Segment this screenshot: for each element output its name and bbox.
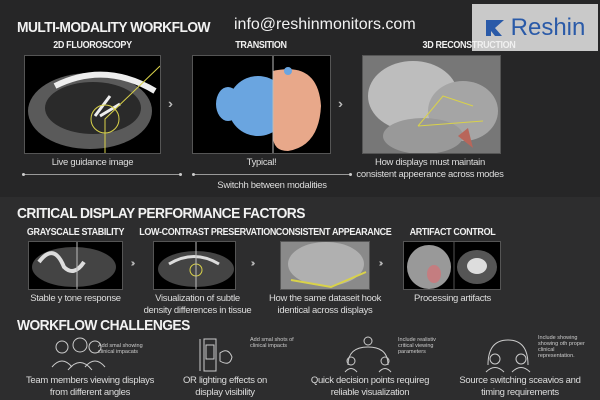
grayscale-image: [28, 241, 123, 290]
challenge-caption: Source switching sceavios and timing req…: [459, 375, 581, 398]
decision-icon: [344, 336, 392, 373]
stage-label: TRANSITION: [235, 40, 287, 51]
logo: Reshin: [472, 4, 598, 51]
flow-arrow: ›››: [168, 96, 173, 111]
challenge-caption: Quick decision points requireg reliable …: [310, 375, 430, 398]
factor-caption: Visualization of subtle density differen…: [143, 293, 252, 316]
switching-icon: [485, 339, 531, 373]
section-title: CRITICAL DISPLAY PERFORMANCE FACTORS: [17, 205, 305, 222]
stage-label: 2D FLUOROSCOPY: [53, 40, 132, 51]
brain-render-graphic: [216, 56, 321, 153]
low-contrast-image: [153, 241, 236, 290]
team-icon: [51, 337, 106, 371]
consistent-appearance-image: [280, 241, 370, 290]
stage-caption: Typical!: [246, 157, 277, 168]
stage-caption: Live guidance image: [51, 157, 134, 168]
challenge-caption: OR lighting effects on display visibilit…: [182, 375, 268, 398]
3d-anatomy-graphic: [363, 56, 500, 153]
fluoroscopy-image: [24, 55, 161, 154]
artifact-image: [403, 241, 501, 290]
factor-label: ARTIFACT CONTROL: [409, 227, 496, 238]
contact-email[interactable]: info@reshinmonitors.com: [234, 16, 416, 33]
stage-label: 3D RECONSTRUCTION: [422, 40, 516, 51]
challenge-note: Add smal shots of clinical impacts: [250, 337, 294, 349]
flow-arrow: ›››: [338, 96, 343, 111]
transition-image: [192, 55, 331, 154]
section-title: WORKFLOW CHALLENGES: [17, 317, 190, 334]
factor-label: LOW-CONTRAST PRESERVATION: [139, 227, 277, 238]
factor-label: CONSISTENT APPEARANCE: [275, 227, 392, 238]
factor-caption: Processing artifacts: [414, 293, 491, 304]
lighting-device-icon: [199, 338, 233, 372]
switch-caption: Switchh between modalities: [217, 180, 327, 191]
page-title: MULTI-MODALITY WORKFLOW: [17, 19, 211, 36]
challenge-note: Include realistiv critical viewing param…: [398, 337, 436, 355]
challenge-note: Include showing showing oth proper clini…: [538, 335, 585, 359]
timeline-line: [192, 173, 352, 176]
factor-label: GRAYSCALE STABILITY: [26, 227, 125, 238]
logo-text: Reshin: [510, 13, 586, 41]
reshin-logo-icon: [485, 19, 504, 36]
factor-caption: Stable y tone response: [30, 293, 121, 304]
timeline-line: [22, 173, 182, 176]
reconstruction-image: [362, 55, 501, 154]
ct-slice-graphic: [28, 65, 160, 153]
factor-caption: How the same dataseit hook identical acr…: [268, 293, 382, 316]
challenge-caption: Team members viewing displays from diffe…: [25, 375, 155, 398]
challenge-note: Add smal showing clinical impacats: [98, 343, 143, 355]
stage-caption: How displays must maintain consistent ap…: [356, 157, 504, 180]
